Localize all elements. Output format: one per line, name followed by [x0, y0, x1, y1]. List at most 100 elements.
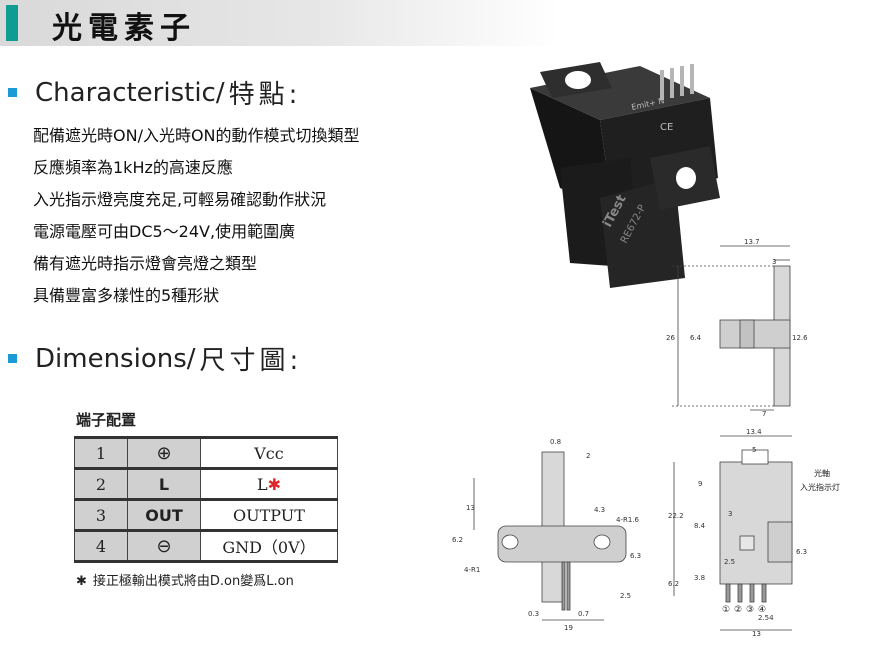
pin-function-text: GND（0V） [222, 538, 316, 557]
dim-label: 4-R1 [464, 566, 480, 574]
pin-table: 1 ⊕ Vcc 2 L L✱ 3 OUT OUTPUT 4 ⊖ GND（0V） [74, 436, 338, 563]
pin [749, 583, 755, 603]
pin-number: 3 [74, 499, 128, 531]
characteristic-heading-zh: 特點: [228, 80, 302, 110]
pin-number-label: ① [722, 605, 730, 615]
feature-item: 電源電壓可由DC5～24V,使用範圍廣 [33, 222, 296, 241]
dim-label: 2.5 [724, 558, 735, 566]
dim-label: 4-R1.6 [616, 516, 640, 524]
pin [737, 583, 743, 603]
dim-label: 0.7 [578, 610, 589, 618]
indicator-window [739, 535, 755, 551]
feature-item: 備有遮光時指示燈會亮燈之類型 [33, 254, 258, 273]
pin-symbol: ⊖ [127, 530, 201, 563]
dimensions-heading-zh: 尺寸圖: [199, 346, 303, 376]
dimensions-heading: Dimensions/ 尺寸圖: [8, 340, 302, 377]
mounting-hole-icon [501, 534, 519, 550]
pin [561, 561, 566, 611]
mounting-hole-icon [676, 167, 696, 189]
dim-label: 0.3 [528, 610, 539, 618]
pin-symbol: OUT [127, 499, 201, 531]
pin-function: Vcc [200, 437, 338, 469]
optical-axis-label: 光軸 [814, 468, 830, 478]
asterisk-icon: ✱ [267, 474, 282, 494]
feature-item: 反應頻率為1kHz的高速反應 [33, 158, 233, 177]
side-slot [739, 319, 755, 349]
dim-label: 8.4 [694, 522, 706, 530]
dim-label: 6.2 [452, 536, 463, 544]
pin [566, 561, 571, 611]
pin [680, 66, 684, 96]
pin-number-label: ③ [746, 605, 754, 615]
mounting-hole-icon [593, 534, 611, 550]
dim-label: 22.2 [668, 512, 684, 520]
feature-item: 具備豐富多樣性的5種形狀 [33, 286, 220, 305]
dim-label: 13.4 [746, 428, 762, 436]
pin-function-text: L [256, 474, 268, 494]
bullet-square-icon [8, 354, 17, 363]
asterisk-icon: ✱ [76, 574, 87, 589]
dim-label: 9 [698, 480, 702, 488]
pin-symbol: L [127, 468, 201, 500]
dim-label: 2.5 [620, 592, 631, 600]
pin-number-label: ② [734, 605, 742, 615]
dim-label: 5 [752, 446, 756, 454]
bottom-view-drawing: 13.4 5 9 22.2 8.4 3 2.5 3.8 6.2 6.3 2.54… [668, 428, 840, 638]
side-tab [719, 319, 791, 349]
pin [725, 583, 731, 603]
dim-label: 6.4 [690, 334, 702, 342]
pin [660, 70, 664, 100]
side-tab [767, 521, 793, 563]
front-view-drawing: 0.8 2 13 4.3 4-R1.6 6.2 6.3 4-R1 2.5 0.3… [452, 438, 641, 632]
table-row: 4 ⊖ GND（0V） [74, 530, 338, 563]
feature-item: 入光指示燈亮度充足,可輕易確認動作狀況 [33, 190, 327, 209]
dimensions-heading-en: Dimensions/ [35, 343, 196, 374]
pin-number: 4 [74, 530, 128, 563]
pin-number-label: ④ [758, 605, 766, 615]
ce-mark: CE [660, 122, 673, 133]
side-view-drawing: 13.7 3 26 6.4 12.6 7 [666, 238, 808, 418]
indicator-label: 入光指示灯 [800, 482, 840, 492]
pin [761, 583, 767, 603]
pin-function-text: OUTPUT [233, 505, 305, 525]
dim-label: 12.6 [792, 334, 808, 342]
pin-number: 1 [74, 437, 128, 469]
page-title: 光電素子 [52, 11, 196, 46]
title-bar: 光電素子 [0, 0, 560, 46]
dim-label: 3.8 [694, 574, 705, 582]
dim-label: 6.2 [668, 580, 679, 588]
pin [670, 68, 674, 98]
feature-list: 配備遮光時ON/入光時ON的動作模式切換類型 反應頻率為1kHz的高速反應 入光… [33, 120, 360, 312]
title-accent-bar [6, 5, 18, 41]
dim-label: 13 [466, 504, 475, 512]
mounting-hole-icon [565, 71, 591, 89]
dim-label: 2.54 [758, 614, 774, 622]
product-photo: Emit+ N CE iTest RE672-P [530, 62, 720, 288]
table-row: 1 ⊕ Vcc [74, 437, 338, 469]
dim-label: 19 [564, 624, 573, 632]
dim-label: 3 [772, 258, 776, 266]
dim-label: 4.3 [594, 506, 605, 514]
dim-label: 3 [728, 510, 732, 518]
dim-label: 13 [752, 630, 761, 638]
dim-label: 2 [586, 452, 590, 460]
pin-function: OUTPUT [200, 499, 338, 531]
dim-label: 7 [762, 410, 766, 418]
note: ✱ 接正極輸出模式將由D.on變爲L.on [76, 570, 294, 589]
characteristic-heading: Characteristic/ 特點: [8, 74, 301, 111]
feature-item: 配備遮光時ON/入光時ON的動作模式切換類型 [33, 126, 360, 145]
pin-function-text: Vcc [254, 443, 284, 463]
pin [690, 64, 694, 94]
table-row: 3 OUT OUTPUT [74, 499, 338, 531]
pin-table-title: 端子配置 [76, 411, 137, 429]
dim-label: 26 [666, 334, 675, 342]
pin-symbol: ⊕ [127, 437, 201, 469]
sensor-slot [741, 449, 769, 465]
bullet-square-icon [8, 88, 17, 97]
table-row: 2 L L✱ [74, 468, 338, 500]
characteristic-heading-en: Characteristic/ [35, 77, 225, 108]
dim-label: 6.3 [630, 552, 641, 560]
dim-label: 13.7 [744, 238, 760, 246]
dim-label: 0.8 [550, 438, 561, 446]
note-text: 接正極輸出模式將由D.on變爲L.on [92, 574, 294, 589]
